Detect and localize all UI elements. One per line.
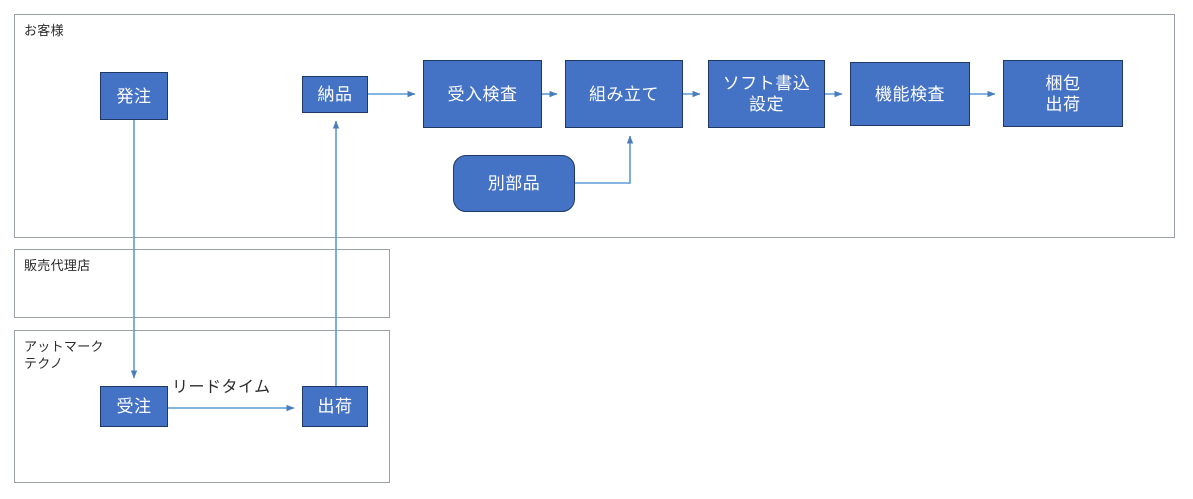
- node-konpou-shukka[interactable]: 梱包 出荷: [1003, 60, 1123, 127]
- node-shukka[interactable]: 出荷: [302, 386, 368, 427]
- swimlane-label-dealer: 販売代理店: [24, 258, 91, 273]
- swimlane-atmark[interactable]: [14, 330, 390, 483]
- node-soft-kakikomi-settei[interactable]: ソフト書込 設定: [708, 60, 825, 128]
- node-hatchu[interactable]: 発注: [100, 72, 168, 120]
- node-betsubuhin[interactable]: 別部品: [453, 155, 575, 212]
- edge-label-leadtime: リードタイム: [172, 379, 271, 396]
- swimlane-dealer[interactable]: [14, 249, 390, 318]
- node-nouhin[interactable]: 納品: [302, 76, 368, 113]
- swimlane-customer[interactable]: [14, 14, 1175, 238]
- node-ukeire-kensa[interactable]: 受入検査: [423, 60, 542, 128]
- node-kumitate[interactable]: 組み立て: [565, 60, 683, 128]
- node-kinou-kensa[interactable]: 機能検査: [850, 62, 970, 126]
- swimlane-label-atmark: アットマーク テクノ: [24, 339, 104, 371]
- node-juchu[interactable]: 受注: [100, 386, 168, 427]
- swimlane-label-customer: お客様: [24, 23, 64, 38]
